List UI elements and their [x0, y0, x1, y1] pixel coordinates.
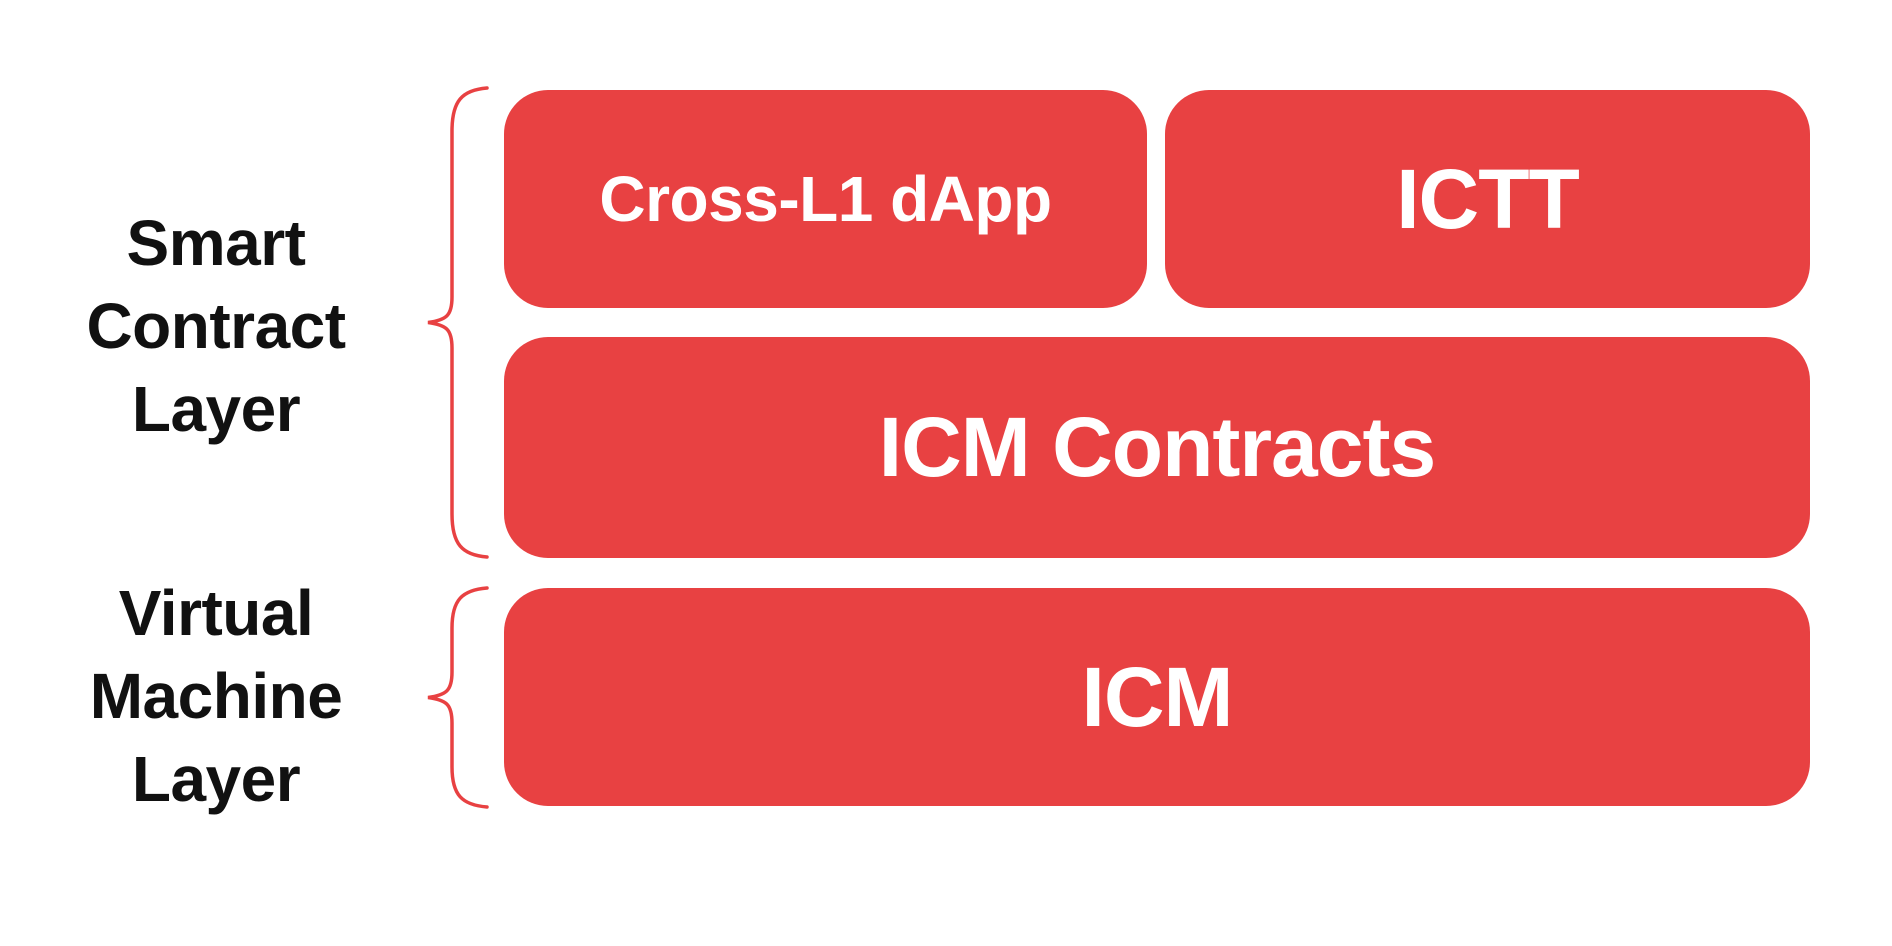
layer-label-line: Contract	[86, 290, 346, 362]
layer-label-line: Smart	[126, 207, 306, 279]
layer-label-line: Layer	[131, 743, 301, 815]
layer-label-line: Machine	[89, 660, 343, 732]
layer-label-virtual-machine: Virtual Machine Layer	[0, 572, 432, 821]
block-label: ICM	[1081, 649, 1234, 744]
layer-label-smart-contract: Smart Contract Layer	[0, 202, 432, 451]
block-label: ICM Contracts	[878, 400, 1436, 494]
block-icm-contracts: ICM Contracts	[504, 337, 1810, 558]
layer-label-line: Layer	[131, 373, 301, 445]
block-icm: ICM	[504, 588, 1810, 806]
block-label: ICTT	[1396, 151, 1580, 246]
block-ictt: ICTT	[1165, 90, 1810, 308]
layer-label-line: Virtual	[118, 577, 314, 649]
curly-brace-smart-contract-icon	[427, 86, 489, 559]
block-label: Cross-L1 dApp	[599, 163, 1052, 235]
block-cross-l1-dapp: Cross-L1 dApp	[504, 90, 1147, 308]
curly-brace-virtual-machine-icon	[427, 586, 489, 809]
